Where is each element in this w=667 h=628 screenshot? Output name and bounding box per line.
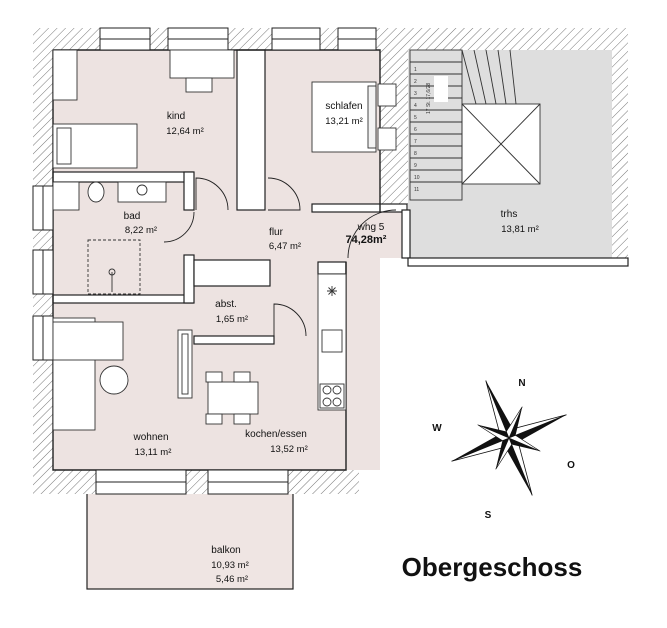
stair-label: 17 St. 17,6/28 bbox=[426, 83, 432, 114]
compass-rose-icon bbox=[451, 380, 567, 496]
compass-label-w: W bbox=[432, 423, 442, 434]
stair-step-number: 3 bbox=[414, 91, 417, 97]
stair-step-number: 7 bbox=[414, 139, 417, 145]
compass-label-s: S bbox=[485, 510, 492, 521]
furniture-wohnen bbox=[52, 317, 193, 431]
stair-step-number: 4 bbox=[414, 103, 417, 109]
stair-step-number: 9 bbox=[414, 163, 417, 169]
stair-step-number: 1 bbox=[414, 67, 417, 73]
apartment-name: whg 5 bbox=[357, 222, 385, 233]
room-name-schlafen: schlafen bbox=[325, 101, 362, 112]
stair-step-number: 6 bbox=[414, 127, 417, 133]
furniture-schlafen bbox=[311, 81, 397, 153]
room-name-kind: kind bbox=[167, 111, 185, 122]
room-area-flur: 6,47 m² bbox=[269, 241, 301, 252]
furniture-kind bbox=[52, 49, 235, 169]
room-name-balkon: balkon bbox=[211, 545, 240, 556]
staircase bbox=[409, 49, 541, 201]
stair-step-number: 8 bbox=[414, 151, 417, 157]
room-name-abst: abst. bbox=[215, 299, 237, 310]
stair-step-number: 10 bbox=[414, 175, 420, 181]
room-area-abst: 1,65 m² bbox=[216, 314, 248, 325]
room-area-wohnen: 13,11 m² bbox=[135, 447, 172, 458]
furniture-kochen bbox=[205, 273, 347, 425]
room-area-kind: 12,64 m² bbox=[166, 126, 204, 137]
windows bbox=[32, 27, 377, 495]
room-name-kochen: kochen/essen bbox=[245, 429, 307, 440]
room-name-bad: bad bbox=[124, 211, 141, 222]
stair-step-numbers: 1 2 3 4 5 6 7 8 9 10 11 bbox=[414, 67, 420, 193]
room-area-kochen: 13,52 m² bbox=[270, 444, 308, 455]
room-area-trhs: 13,81 m² bbox=[501, 224, 539, 235]
room-area-balkon: 10,93 m² bbox=[211, 560, 249, 571]
stair-step-number: 2 bbox=[414, 79, 417, 85]
room-name-wohnen: wohnen bbox=[132, 432, 168, 443]
compass-label-n: N bbox=[518, 378, 525, 389]
doors bbox=[163, 177, 397, 337]
room-area-schlafen: 13,21 m² bbox=[325, 116, 363, 127]
room-area-bad: 8,22 m² bbox=[125, 225, 157, 236]
stair-step-number: 11 bbox=[414, 187, 419, 193]
floor-title: Obergeschoss bbox=[402, 552, 583, 582]
interior-walls bbox=[52, 49, 629, 345]
compass-label-o: O bbox=[567, 460, 575, 471]
room-name-flur: flur bbox=[269, 227, 284, 238]
room-area-balkon-half: 5,46 m² bbox=[216, 574, 248, 585]
furniture-bad bbox=[52, 181, 167, 295]
stair-step-number: 5 bbox=[414, 115, 417, 121]
balcony-area bbox=[86, 487, 294, 590]
room-name-trhs: trhs bbox=[501, 209, 518, 220]
apartment-area: 74,28m² bbox=[346, 234, 387, 246]
